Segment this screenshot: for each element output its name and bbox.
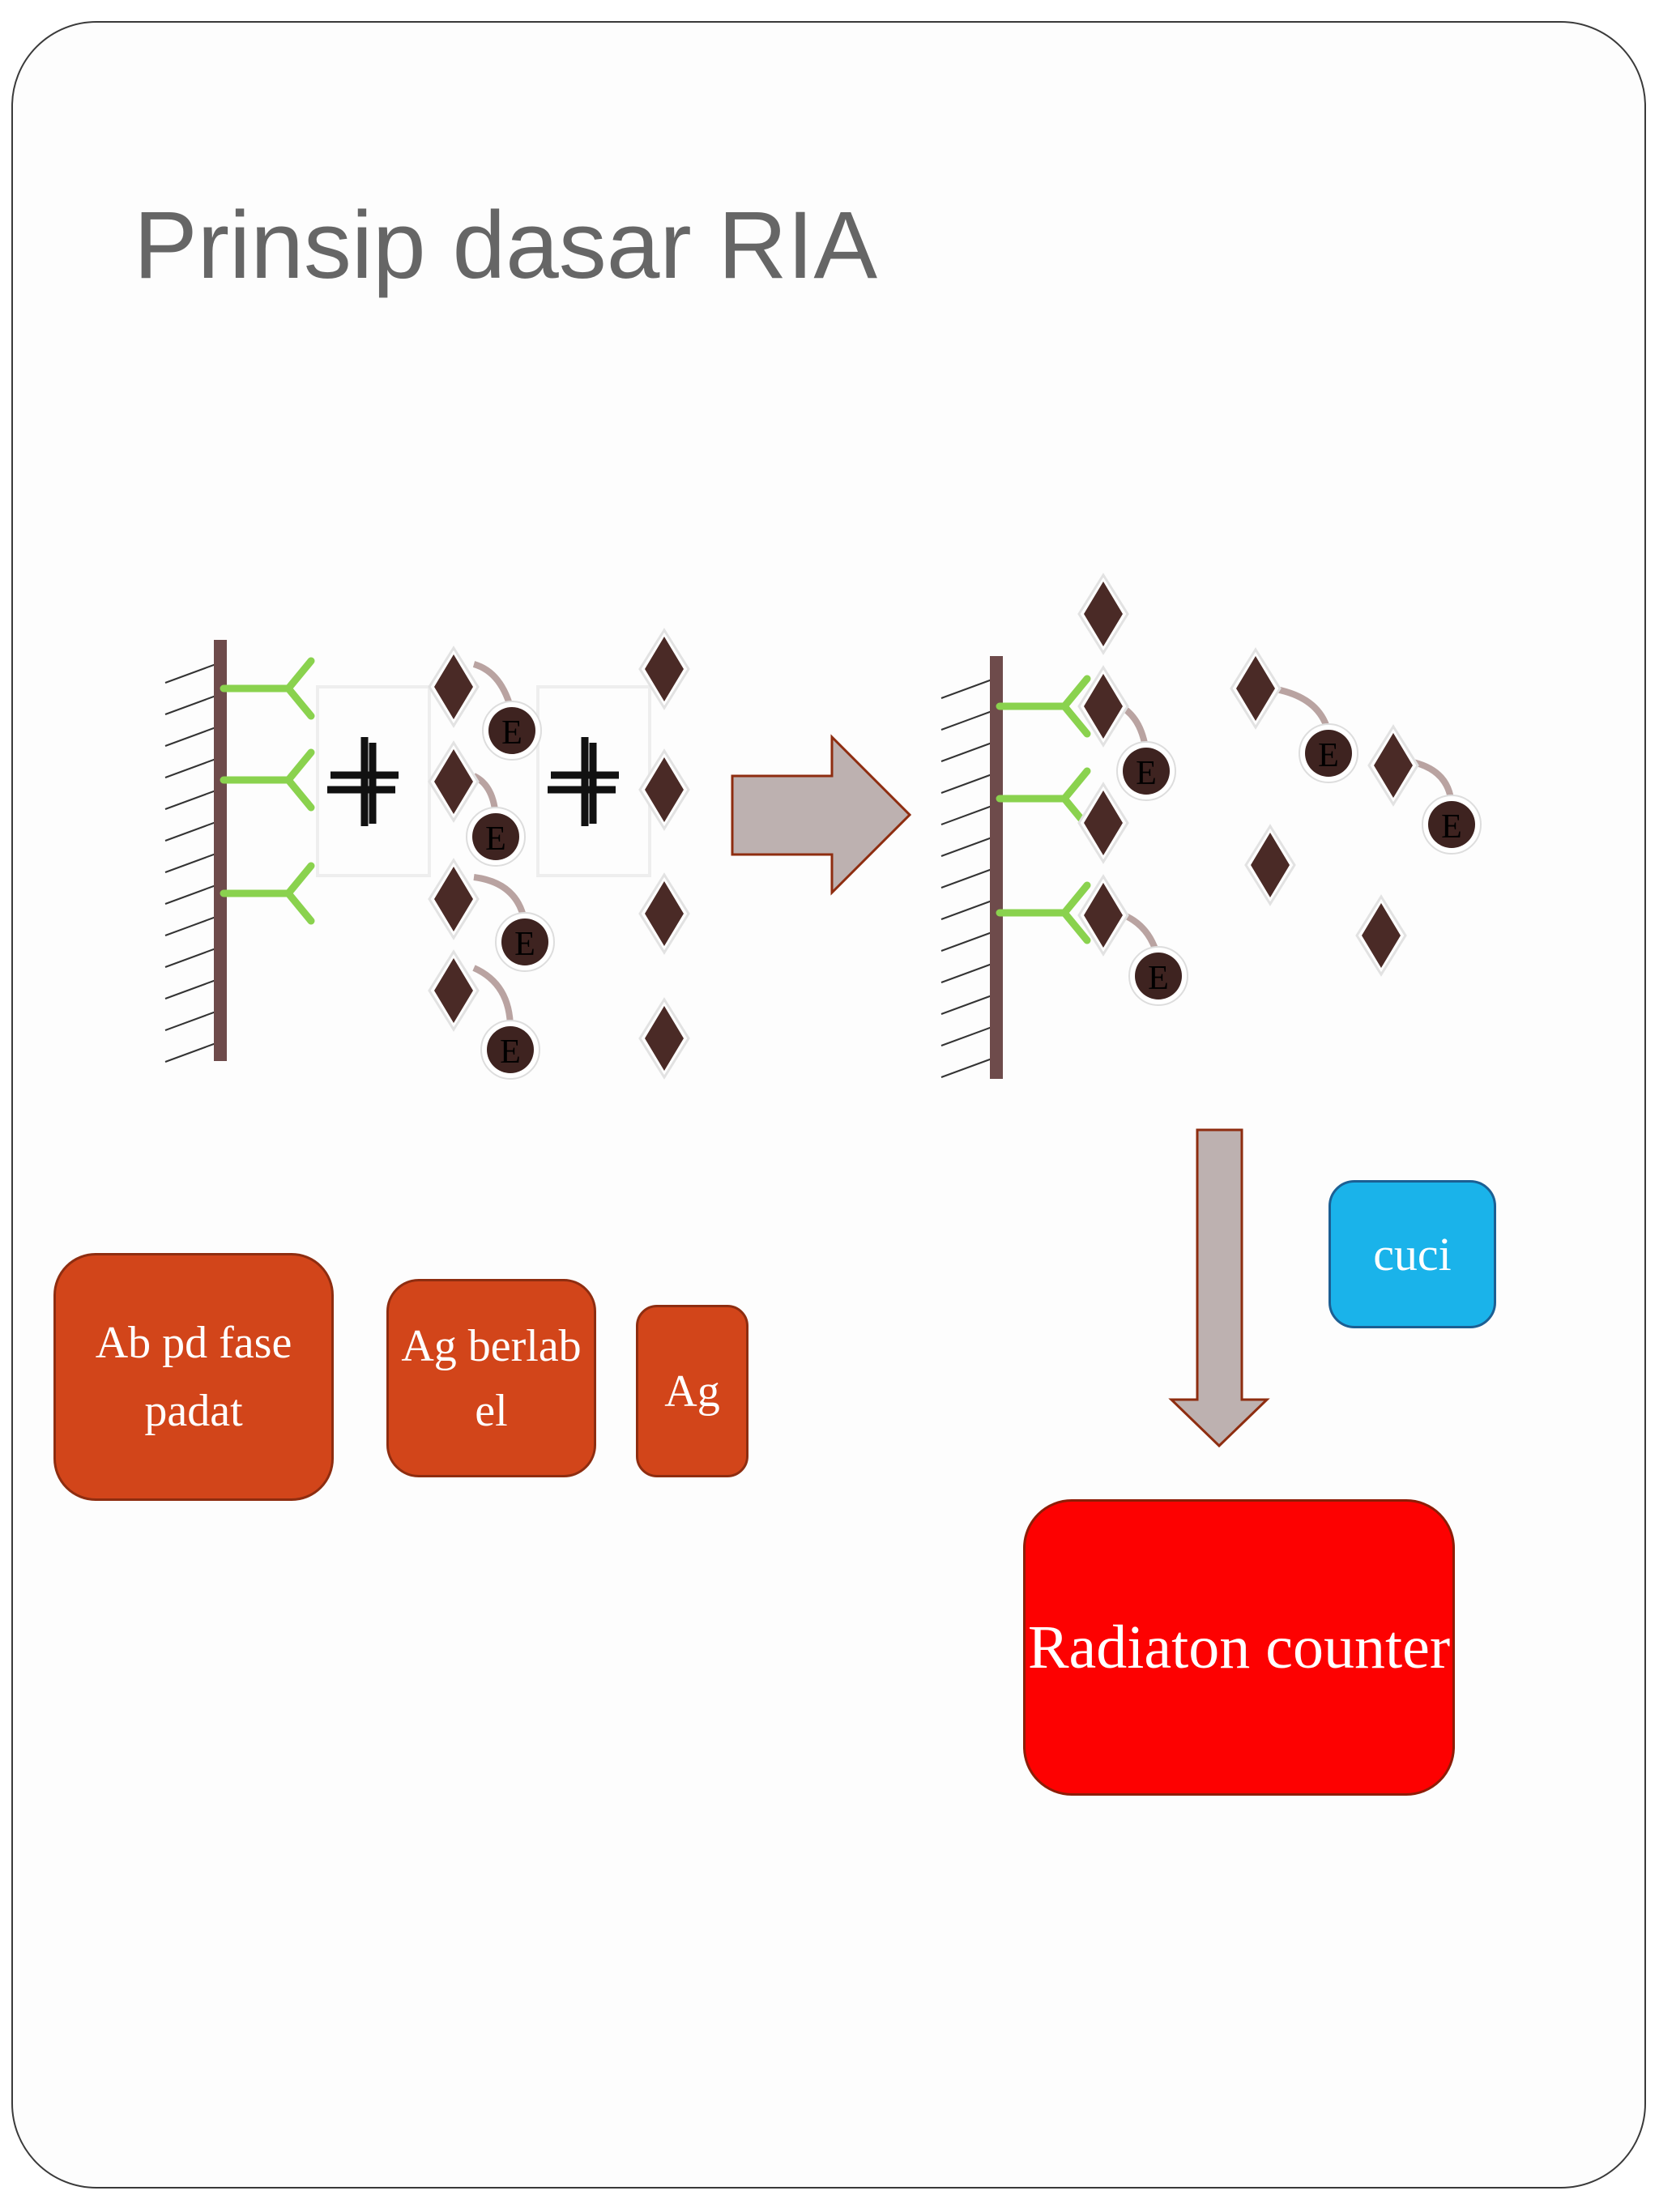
svg-text:E: E <box>514 926 535 963</box>
antibody-icon <box>1000 679 1087 734</box>
labeled-antigen-icon: E <box>1077 875 1188 1006</box>
antibody-icon <box>224 752 311 808</box>
plus-icon <box>316 685 431 877</box>
labeled-antigen-icon: E <box>428 859 555 972</box>
plus-icon <box>536 685 651 877</box>
antigen-icon <box>1077 573 1129 654</box>
label-antibody-solid-phase: Ab pd fase padat <box>53 1253 334 1501</box>
antigen-icon <box>1077 782 1129 863</box>
down-arrow-icon <box>1168 1128 1270 1448</box>
antigen-icon <box>638 629 690 710</box>
labeled-antigen-icon: E <box>428 741 526 867</box>
antibody-icon <box>224 866 311 921</box>
labeled-antigen-icon: E <box>1367 725 1482 855</box>
antibody-icon <box>1000 885 1087 940</box>
antigen-icon <box>638 873 690 954</box>
svg-text:E: E <box>1136 755 1157 792</box>
label-radiation-counter: Radiaton counter <box>1023 1499 1455 1796</box>
antibody-icon <box>224 661 311 716</box>
antigen-icon <box>1244 825 1296 906</box>
antigen-icon <box>1355 895 1407 976</box>
svg-text:E: E <box>500 1034 521 1071</box>
right-arrow-icon <box>731 734 912 896</box>
labeled-antigen-icon: E <box>1230 648 1358 783</box>
slide-title: Prinsip dasar RIA <box>134 192 878 299</box>
labeled-antigen-icon: E <box>1077 666 1176 801</box>
label-wash: cuci <box>1328 1180 1496 1328</box>
slide-frame <box>11 21 1646 2189</box>
label-antigen: Ag <box>636 1305 748 1477</box>
solid-phase-left <box>164 640 227 1063</box>
antigen-icon <box>638 749 690 830</box>
svg-text:E: E <box>1441 808 1462 846</box>
antibody-icon <box>1000 771 1087 826</box>
labeled-antigen-icon: E <box>428 646 542 761</box>
label-labeled-antigen: Ag berlab el <box>386 1279 596 1477</box>
labeled-antigen-icon: E <box>428 950 540 1080</box>
svg-text:E: E <box>501 714 522 752</box>
svg-text:E: E <box>1318 737 1339 774</box>
svg-text:E: E <box>485 820 506 858</box>
antigen-icon <box>638 998 690 1079</box>
svg-text:E: E <box>1148 960 1169 997</box>
solid-phase-right <box>940 656 1003 1079</box>
